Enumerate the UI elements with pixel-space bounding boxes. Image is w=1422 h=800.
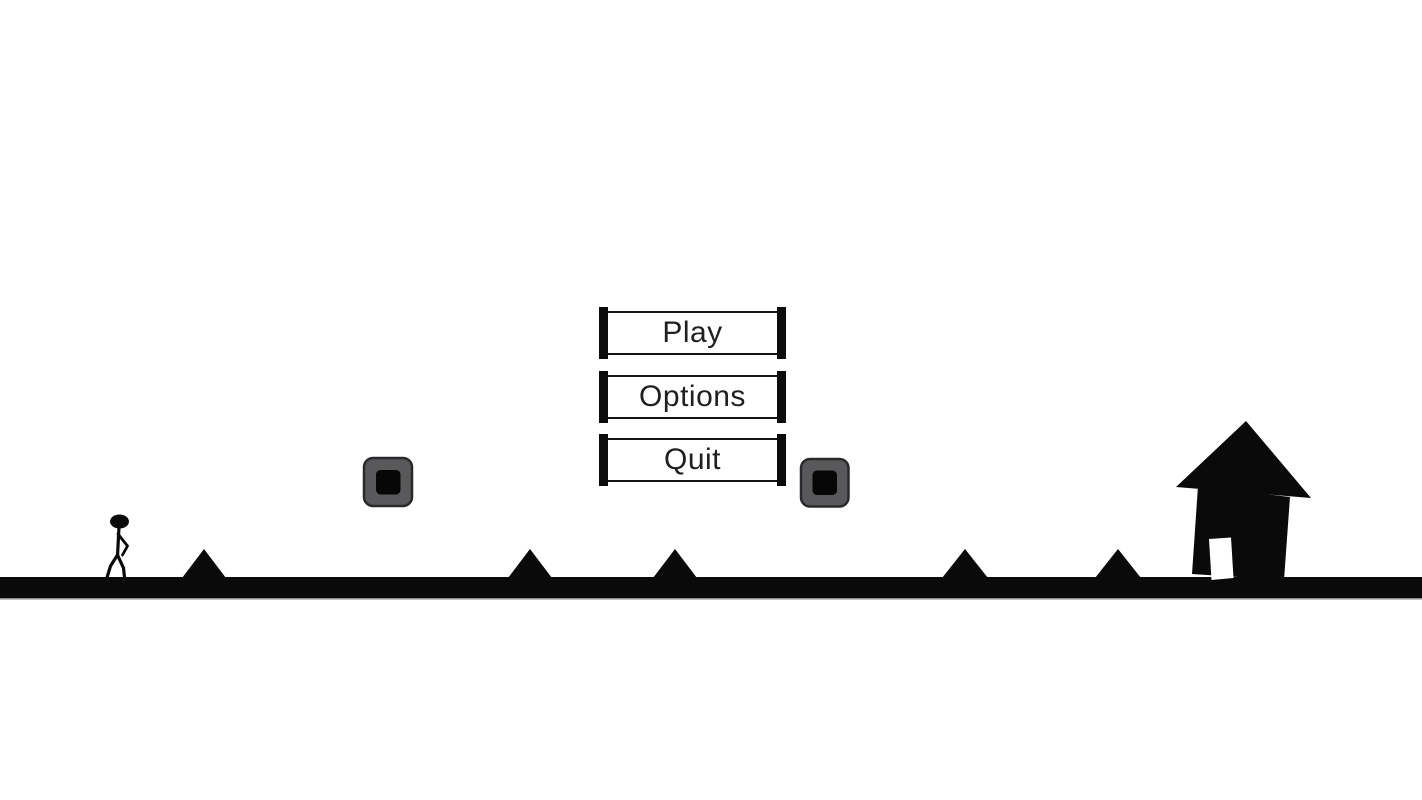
crate-inner <box>812 470 837 495</box>
house-door <box>1209 537 1234 580</box>
spike <box>508 549 552 578</box>
spike <box>653 549 697 578</box>
stickman-character <box>105 514 129 580</box>
spike <box>942 549 988 578</box>
spike <box>1095 549 1141 578</box>
stickman-back-leg <box>115 553 127 580</box>
house <box>1176 421 1311 580</box>
crate-left <box>362 456 414 508</box>
button-side-bar <box>599 371 608 423</box>
play-button[interactable]: Play <box>599 307 786 359</box>
stickman-front-leg <box>105 553 120 580</box>
stickman-body <box>115 525 121 558</box>
quit-button[interactable]: Quit <box>599 434 786 486</box>
crate-right <box>799 457 850 508</box>
stickman-arm <box>116 532 129 557</box>
button-side-bar <box>599 434 608 486</box>
button-side-bar <box>777 434 786 486</box>
ground-edge <box>0 598 1422 600</box>
button-label: Quit <box>663 443 722 476</box>
house-body <box>1192 486 1290 580</box>
house-roof <box>1176 421 1311 498</box>
stickman-head <box>110 514 129 529</box>
button-side-bar <box>777 307 786 359</box>
button-label: Options <box>639 380 746 413</box>
ground <box>0 577 1422 598</box>
options-button[interactable]: Options <box>599 371 786 423</box>
spike <box>182 549 226 578</box>
crate-inner <box>376 470 401 495</box>
button-side-bar <box>599 307 608 359</box>
button-label: Play <box>662 316 723 349</box>
button-side-bar <box>777 371 786 423</box>
